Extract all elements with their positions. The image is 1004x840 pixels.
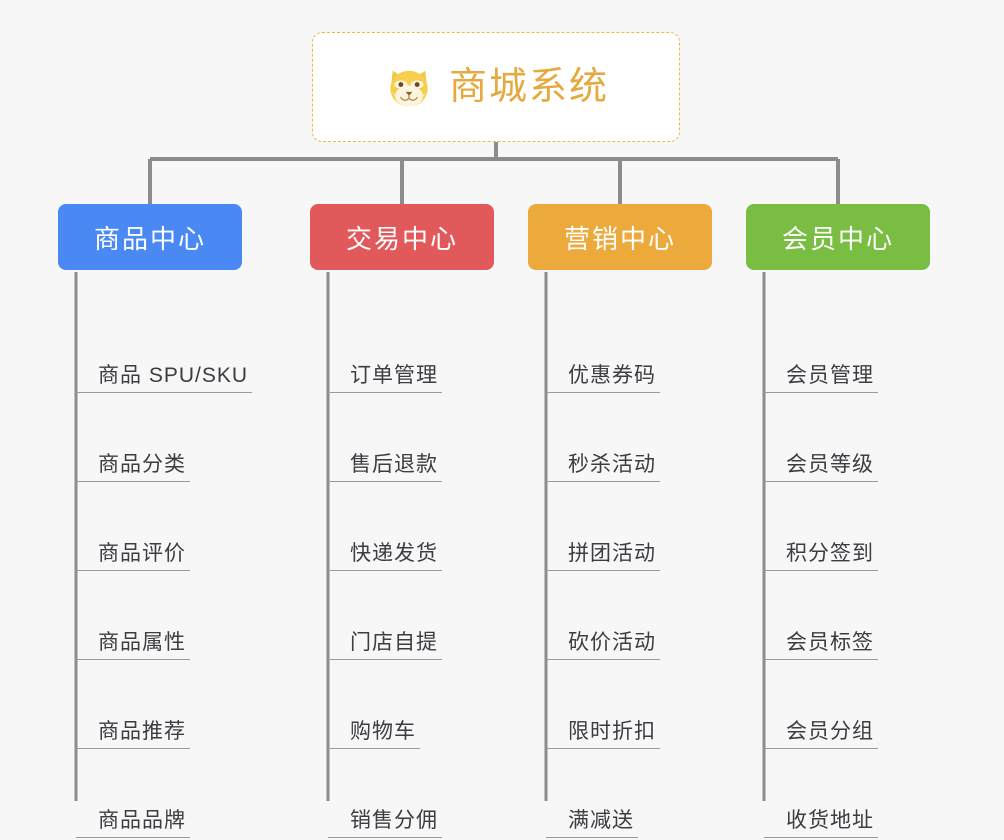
item-label: 会员管理: [764, 364, 878, 393]
branch-column-jiaoyi: 交易中心 订单管理 售后退款 快递发货 门店自提 购物车 销售分佣: [310, 204, 494, 838]
category-header-huiyuan[interactable]: 会员中心: [746, 204, 930, 270]
branch-items-jiaoyi: 订单管理 售后退款 快递发货 门店自提 购物车 销售分佣: [310, 304, 494, 838]
list-item[interactable]: 快递发货: [328, 482, 494, 571]
list-item[interactable]: 商品属性: [76, 571, 252, 660]
list-item[interactable]: 会员管理: [764, 304, 930, 393]
list-item[interactable]: 商品 SPU/SKU: [76, 304, 253, 393]
item-label: 砍价活动: [546, 631, 660, 660]
item-label: 收货地址: [764, 809, 878, 838]
item-label: 积分签到: [764, 542, 878, 571]
item-label: 会员标签: [764, 631, 878, 660]
item-label: 优惠券码: [546, 364, 660, 393]
shiba-dog-face-icon: [383, 61, 435, 113]
list-item[interactable]: 订单管理: [328, 304, 494, 393]
item-label: 订单管理: [328, 364, 442, 393]
branch-items-yingxiao: 优惠券码 秒杀活动 拼团活动 砍价活动 限时折扣 满减送: [528, 304, 712, 838]
list-item[interactable]: 收货地址: [764, 749, 930, 838]
list-item[interactable]: 会员标签: [764, 571, 930, 660]
item-label: 商品属性: [76, 631, 190, 660]
item-label: 拼团活动: [546, 542, 660, 571]
list-item[interactable]: 会员分组: [764, 660, 930, 749]
root-title: 商城系统: [448, 66, 609, 108]
list-item[interactable]: 会员等级: [764, 393, 930, 482]
item-label: 售后退款: [328, 453, 442, 482]
item-label: 商品评价: [76, 542, 190, 571]
item-label: 商品推荐: [76, 720, 190, 749]
category-header-shangpin[interactable]: 商品中心: [58, 204, 242, 270]
category-header-yingxiao[interactable]: 营销中心: [528, 204, 712, 270]
item-label: 秒杀活动: [546, 453, 660, 482]
item-label: 限时折扣: [546, 720, 660, 749]
item-label: 销售分佣: [328, 809, 442, 838]
list-item[interactable]: 秒杀活动: [546, 393, 712, 482]
list-item[interactable]: 商品分类: [76, 393, 252, 482]
list-item[interactable]: 购物车: [328, 660, 494, 749]
list-item[interactable]: 满减送: [546, 749, 712, 838]
branch-column-yingxiao: 营销中心 优惠券码 秒杀活动 拼团活动 砍价活动 限时折扣 满减送: [528, 204, 712, 838]
list-item[interactable]: 积分签到: [764, 482, 930, 571]
item-label: 会员等级: [764, 453, 878, 482]
list-item[interactable]: 优惠券码: [546, 304, 712, 393]
category-label: 交易中心: [345, 223, 458, 254]
item-label: 商品分类: [76, 453, 190, 482]
list-item[interactable]: 商品评价: [76, 482, 252, 571]
category-header-jiaoyi[interactable]: 交易中心: [310, 204, 494, 270]
item-label: 快递发货: [328, 542, 442, 571]
category-label: 营销中心: [563, 223, 676, 254]
item-label: 购物车: [328, 720, 420, 749]
list-item[interactable]: 商品品牌: [76, 749, 252, 838]
item-label: 门店自提: [328, 631, 442, 660]
branch-column-shangpin: 商品中心 商品 SPU/SKU 商品分类 商品评价 商品属性 商品推荐 商品品牌: [58, 204, 253, 838]
branch-items-shangpin: 商品 SPU/SKU 商品分类 商品评价 商品属性 商品推荐 商品品牌: [58, 304, 253, 838]
list-item[interactable]: 售后退款: [328, 393, 494, 482]
list-item[interactable]: 砍价活动: [546, 571, 712, 660]
item-label: 商品 SPU/SKU: [76, 364, 253, 393]
category-label: 商品中心: [93, 223, 206, 254]
list-item[interactable]: 拼团活动: [546, 482, 712, 571]
list-item[interactable]: 限时折扣: [546, 660, 712, 749]
item-label: 满减送: [546, 809, 638, 838]
branch-column-huiyuan: 会员中心 会员管理 会员等级 积分签到 会员标签 会员分组 收货地址: [746, 204, 930, 838]
category-label: 会员中心: [781, 223, 894, 254]
list-item[interactable]: 门店自提: [328, 571, 494, 660]
branch-items-huiyuan: 会员管理 会员等级 积分签到 会员标签 会员分组 收货地址: [746, 304, 930, 838]
list-item[interactable]: 销售分佣: [328, 749, 494, 838]
item-label: 会员分组: [764, 720, 878, 749]
item-label: 商品品牌: [76, 809, 190, 838]
list-item[interactable]: 商品推荐: [76, 660, 252, 749]
root-node[interactable]: 商城系统: [312, 32, 680, 142]
